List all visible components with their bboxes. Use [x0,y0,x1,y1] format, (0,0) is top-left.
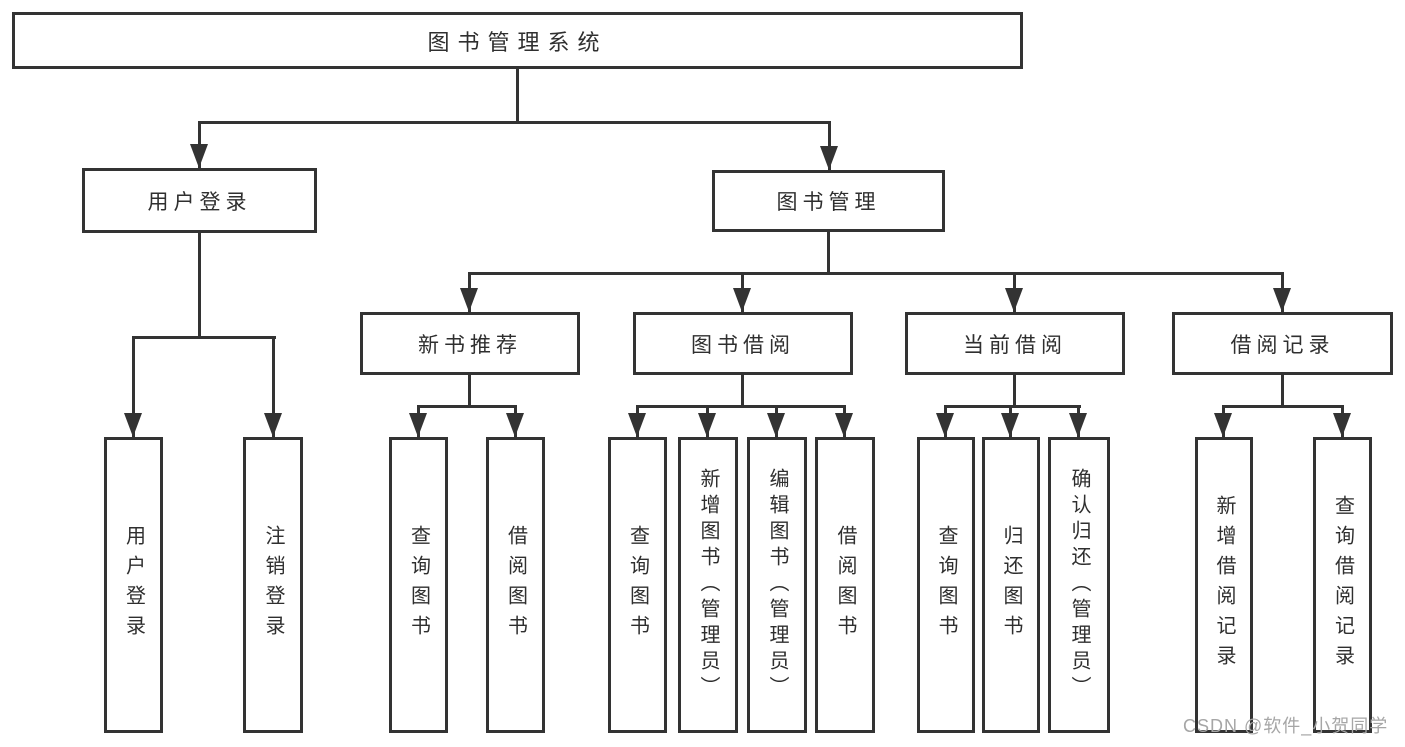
leaf-logout: 注销登录 [243,437,303,733]
leaf-confirm-return-admin: 确认归还（管理员） [1048,437,1110,733]
leaf-label: 查询图书 [935,525,957,645]
connector-level2-horizontal [198,121,831,124]
connector-root-down [516,69,519,121]
leaf-query-books-borrowing: 查询图书 [608,437,667,733]
leaf-label: 查询借阅记录 [1331,495,1354,675]
connector-current-down [1013,375,1016,405]
leaf-edit-book-admin: 编辑图书（管理员） [747,437,807,733]
arrow-down-icon [767,413,785,437]
arrow-down-icon [409,413,427,437]
connector-records-horizontal [1222,405,1344,408]
connector-level3-horizontal [469,272,1283,275]
arrow-down-icon [1001,413,1019,437]
node-library-system: 图书管理系统 [12,12,1023,69]
arrow-down-icon [190,144,208,168]
arrow-down-icon [1069,413,1087,437]
arrow-down-icon [698,413,716,437]
connector-current-horizontal [944,405,1081,408]
arrow-down-icon [835,413,853,437]
watermark-text: CSDN @软件_小贺同学 [1183,716,1389,736]
node-user-login: 用户登录 [82,168,317,233]
leaf-label: 编辑图书（管理员） [766,468,788,702]
leaf-label: 查询图书 [626,525,649,645]
connector-new-rec-down [468,375,471,405]
leaf-return-books: 归还图书 [982,437,1040,733]
leaf-user-login: 用户登录 [104,437,163,733]
arrow-down-icon [1214,413,1232,437]
arrow-down-icon [936,413,954,437]
node-book-management: 图书管理 [712,170,945,232]
connector-user-login-horizontal [132,336,276,339]
leaf-label: 借阅图书 [834,525,856,645]
arrow-down-icon [460,288,478,312]
node-new-book-recommend: 新书推荐 [360,312,580,375]
arrow-down-icon [820,146,838,170]
arrow-down-icon [1333,413,1351,437]
leaf-label: 新增借阅记录 [1213,495,1235,675]
leaf-label: 注销登录 [262,525,284,645]
node-book-borrowing: 图书借阅 [633,312,853,375]
leaf-add-borrow-record: 新增借阅记录 [1195,437,1253,733]
node-borrowing-records: 借阅记录 [1172,312,1393,375]
leaf-borrow-books-borrowing: 借阅图书 [815,437,875,733]
connector-to-leaf-user-login [132,336,135,437]
leaf-query-books-recommend: 查询图书 [389,437,448,733]
leaf-query-borrow-record: 查询借阅记录 [1313,437,1372,733]
leaf-label: 新增图书（管理员） [697,468,719,702]
arrow-down-icon [733,288,751,312]
arrow-down-icon [124,413,142,437]
leaf-label: 借阅图书 [504,525,527,645]
connector-borrowing-down [741,375,744,405]
node-current-borrowing: 当前借阅 [905,312,1125,375]
connector-new-rec-horizontal [417,405,517,408]
connector-borrowing-horizontal [636,405,846,408]
connector-records-down [1281,375,1284,405]
leaf-label: 查询图书 [407,525,430,645]
leaf-label: 确认归还（管理员） [1068,468,1090,702]
arrow-down-icon [1273,288,1291,312]
leaf-label: 归还图书 [1000,525,1022,645]
leaf-add-book-admin: 新增图书（管理员） [678,437,738,733]
leaf-label: 用户登录 [122,525,145,645]
connector-to-leaf-logout [272,336,275,437]
leaf-borrow-books-recommend: 借阅图书 [486,437,545,733]
connector-book-management-down [827,232,830,272]
connector-to-book-management [828,121,831,170]
leaf-query-books-current: 查询图书 [917,437,975,733]
arrow-down-icon [1005,288,1023,312]
arrow-down-icon [264,413,282,437]
arrow-down-icon [506,413,524,437]
connector-user-login-down [198,233,201,336]
arrow-down-icon [628,413,646,437]
